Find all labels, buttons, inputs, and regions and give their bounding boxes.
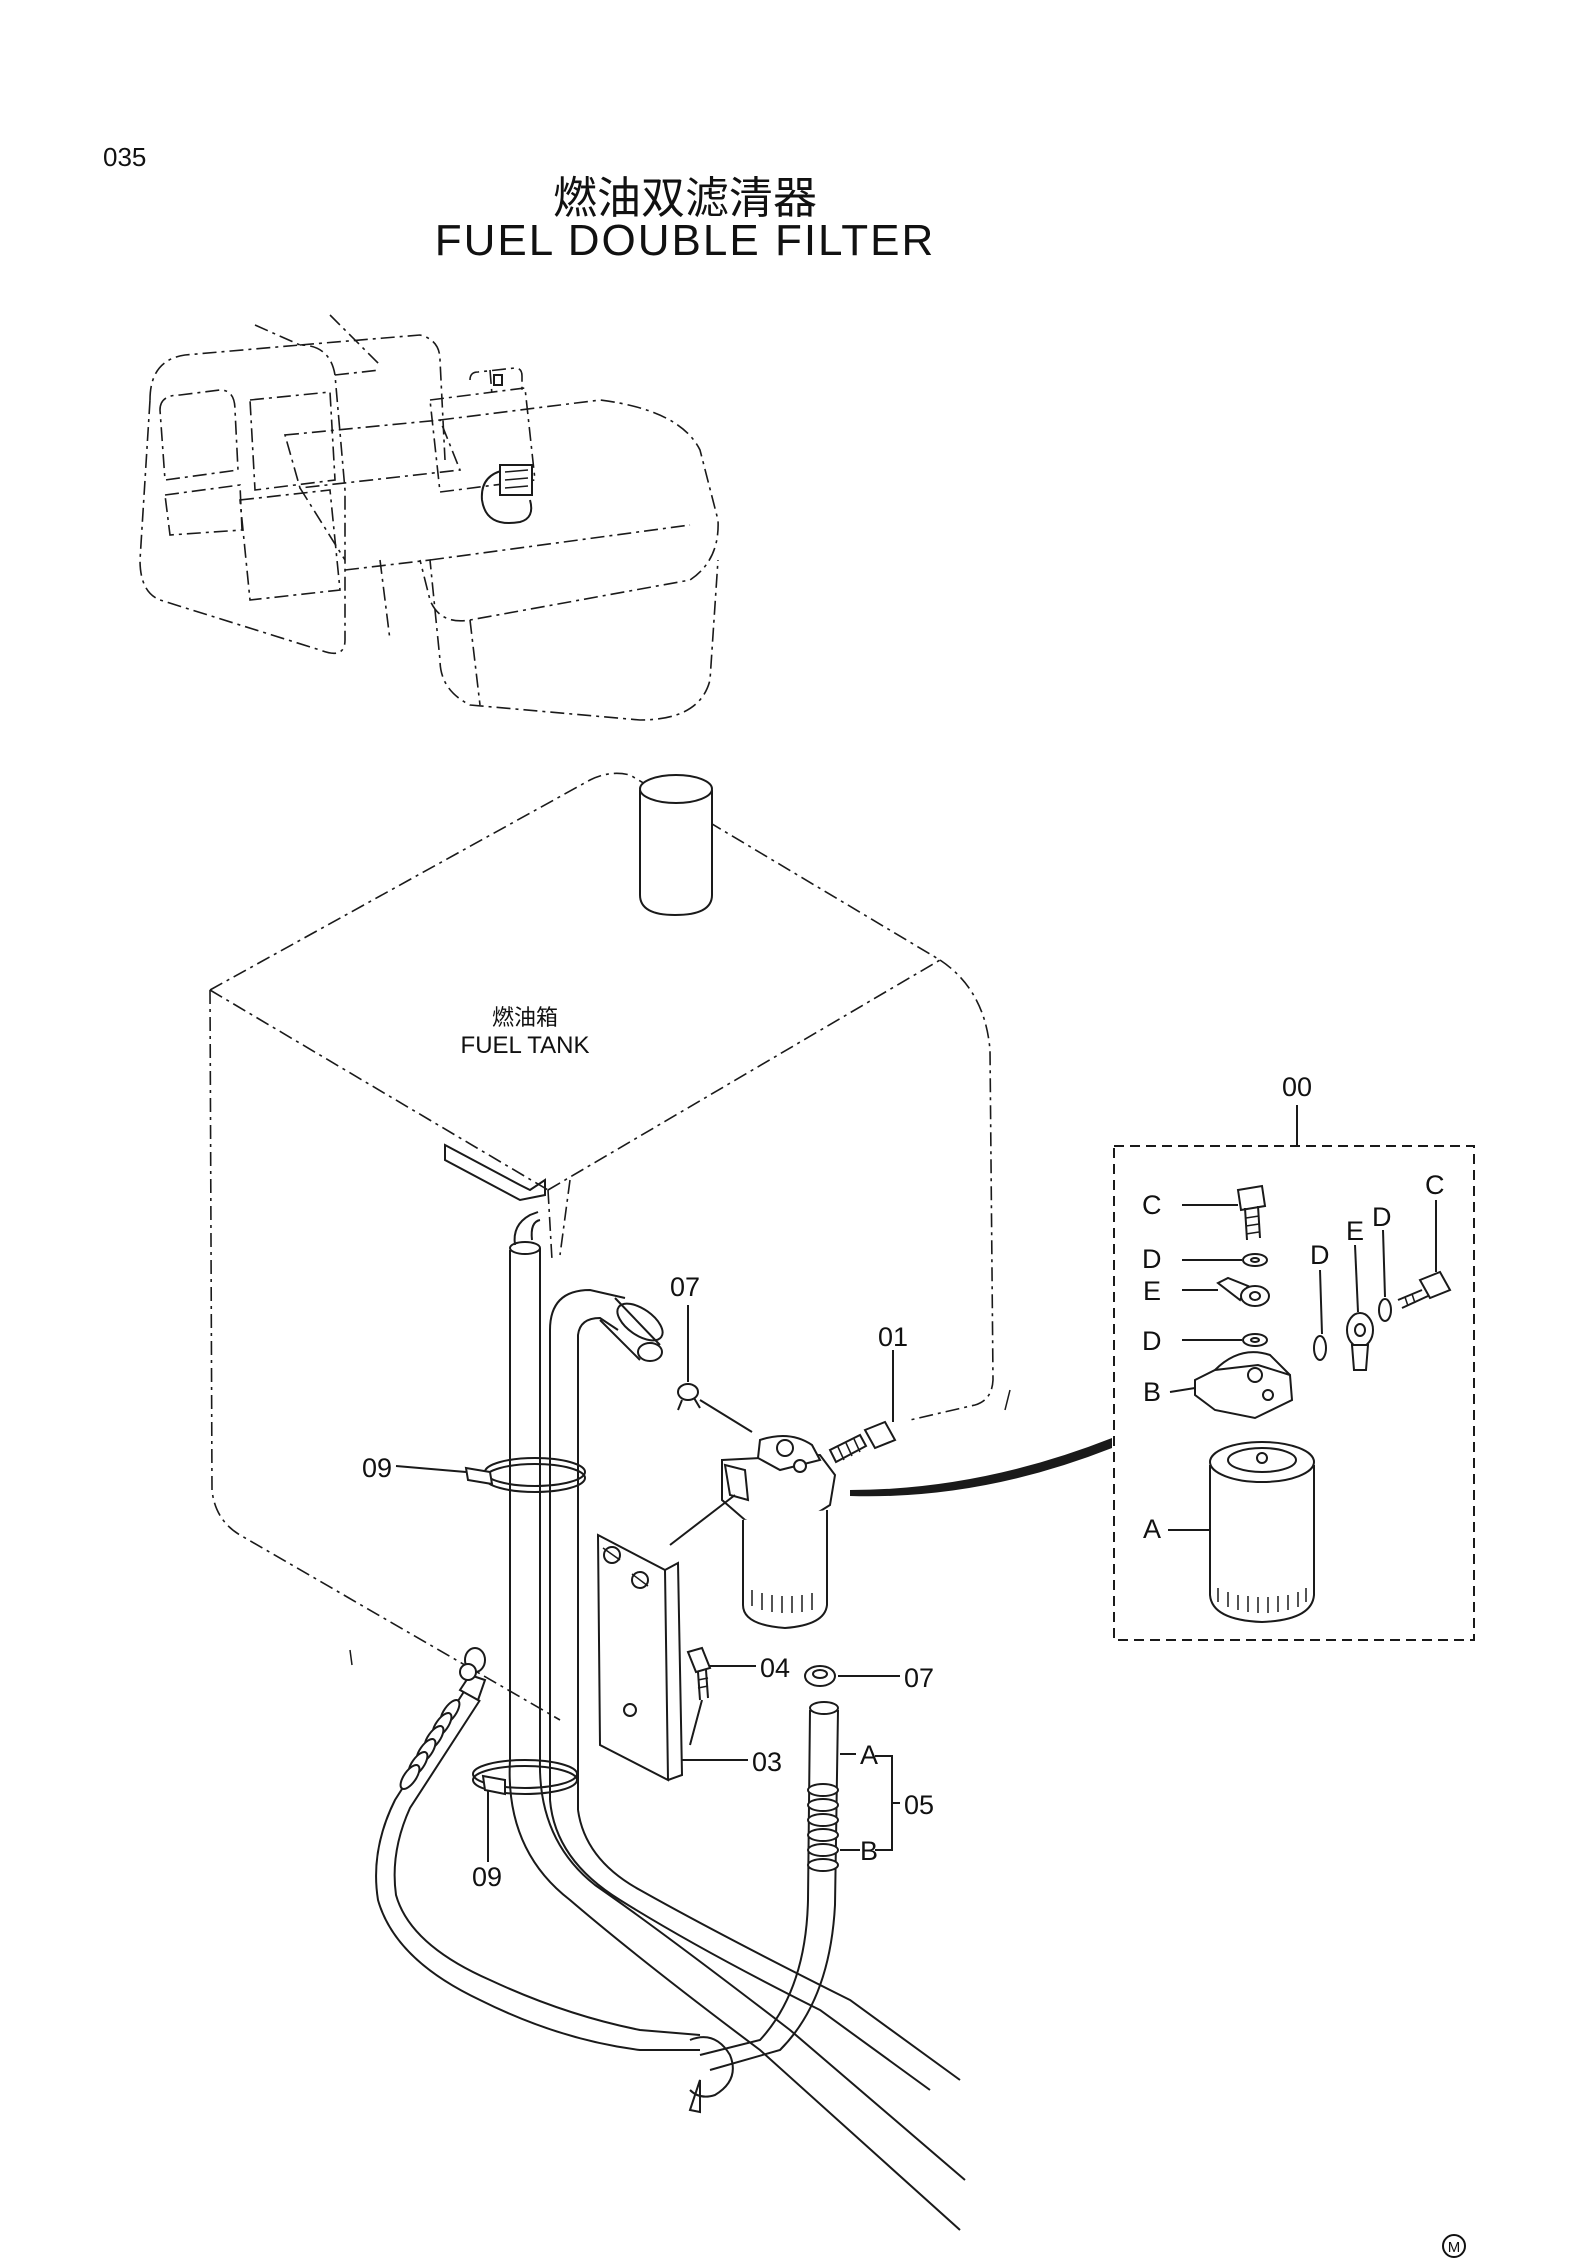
title-chinese: 燃油双滤清器 <box>553 173 817 224</box>
footer-mark-icon: M <box>1442 2234 1466 2258</box>
part-label-04: 04 <box>760 1653 791 1683</box>
fuel-tank-label-en: FUEL TANK <box>460 1032 590 1059</box>
kit-label-d-2: D <box>1142 1326 1162 1356</box>
kit-label-c-right: C <box>1425 1170 1445 1200</box>
filter-assembly <box>596 1383 1112 1782</box>
part-label-07-top: 07 <box>670 1272 701 1302</box>
hose-end-label-a: A <box>860 1740 879 1770</box>
part-label-03: 03 <box>752 1747 783 1777</box>
hose-end-label-b: B <box>860 1836 879 1866</box>
part-label-09-bottom: 09 <box>472 1862 503 1892</box>
excavator-overview <box>139 314 719 721</box>
leader-lines <box>395 1305 900 1862</box>
kit-label-d-right-2: D <box>1372 1202 1392 1232</box>
part-label-00: 00 <box>1282 1072 1313 1102</box>
kit-label-c-left: C <box>1142 1190 1162 1220</box>
pipe-clamps <box>464 1457 586 1796</box>
part-label-01: 01 <box>878 1322 909 1352</box>
kit-label-e-left: E <box>1143 1276 1162 1306</box>
kit-label-b: B <box>1143 1377 1162 1407</box>
fuel-tank <box>209 772 1011 1721</box>
title-english: FUEL DOUBLE FILTER <box>434 216 936 265</box>
kit-label-a: A <box>1143 1514 1162 1544</box>
kit-label-e-right: E <box>1346 1216 1365 1246</box>
filter-kit-exploded <box>1113 1105 1475 1641</box>
part-label-09-top: 09 <box>362 1453 393 1483</box>
page-number: 035 <box>103 142 147 172</box>
part-label-05: 05 <box>904 1790 935 1820</box>
fuel-tank-label-cn: 燃油箱 <box>491 1006 558 1031</box>
kit-label-d-1: D <box>1142 1244 1162 1274</box>
kit-label-d-right-1: D <box>1310 1240 1330 1270</box>
part-label-07-bottom: 07 <box>904 1663 935 1693</box>
fuel-pipes <box>375 1211 966 2231</box>
